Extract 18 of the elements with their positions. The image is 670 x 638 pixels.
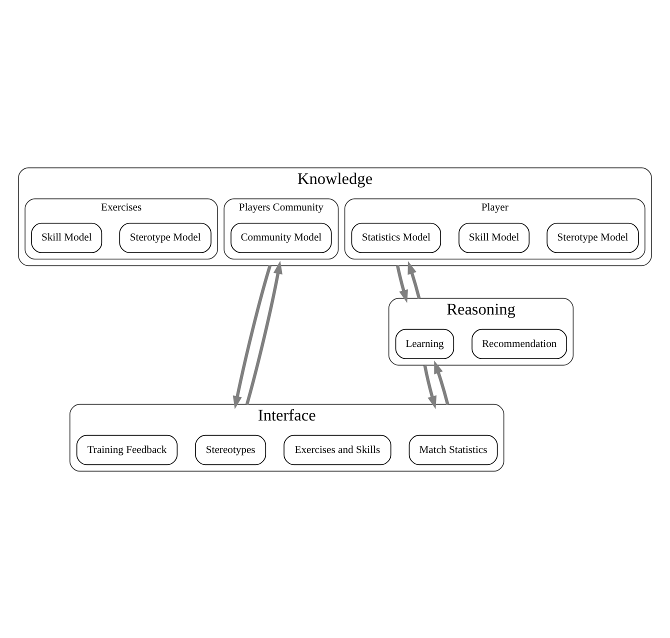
- node-box: Stereotypes: [195, 434, 266, 465]
- node-box: Skill Model: [458, 222, 530, 253]
- node-box: Sterotype Model: [546, 222, 639, 253]
- node-box: Sterotype Model: [119, 222, 212, 253]
- node-box: Match Statistics: [408, 434, 498, 465]
- node-box: Learning: [395, 328, 454, 359]
- arrow: [434, 360, 450, 404]
- node-box: Recommendation: [472, 328, 568, 359]
- node-box: Exercises and Skills: [284, 434, 392, 465]
- arrow: [245, 260, 282, 404]
- node-box: Skill Model: [31, 222, 102, 253]
- arrow: [396, 264, 408, 303]
- node-box: Training Feedback: [76, 434, 178, 465]
- arrow: [423, 364, 437, 409]
- node-box: Statistics Model: [351, 222, 442, 253]
- arrow: [232, 264, 272, 409]
- node-box: Community Model: [230, 222, 332, 253]
- arrow: [408, 260, 421, 298]
